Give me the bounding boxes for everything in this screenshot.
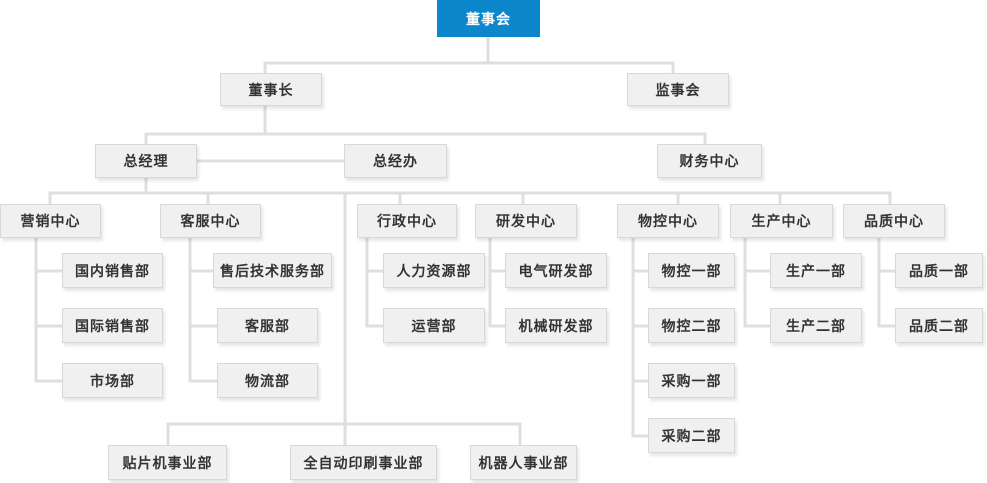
- org-node-domestic-sales: 国内销售部: [62, 253, 163, 288]
- org-node-customer-service-center: 客服中心: [160, 204, 261, 238]
- connector-line: [166, 422, 522, 448]
- org-node-material-control-center: 物控中心: [617, 204, 719, 238]
- connector-line: [48, 191, 892, 207]
- org-node-hr-dept: 人力资源部: [383, 253, 485, 288]
- org-node-material-control-1: 物控一部: [648, 253, 735, 288]
- org-node-smt-division: 贴片机事业部: [108, 445, 227, 480]
- org-node-marketing-dept: 市场部: [62, 363, 163, 398]
- org-node-after-sales-tech-service: 售后技术服务部: [213, 253, 332, 288]
- org-node-purchasing-1: 采购一部: [648, 363, 735, 398]
- org-node-rd-center: 研发中心: [475, 204, 577, 238]
- org-node-general-manager: 总经理: [95, 144, 197, 178]
- org-node-electrical-rd: 电气研发部: [505, 253, 607, 288]
- org-node-chairman: 董事长: [220, 73, 322, 106]
- org-node-gm-office: 总经办: [344, 144, 447, 178]
- connector-line: [263, 61, 675, 76]
- org-node-robot-division: 机器人事业部: [470, 445, 577, 480]
- org-node-admin-center: 行政中心: [357, 204, 457, 238]
- org-node-supervisory-board: 监事会: [627, 73, 729, 106]
- org-node-material-control-2: 物控二部: [648, 308, 735, 343]
- org-node-quality-2: 品质二部: [895, 308, 983, 343]
- connector-line: [144, 132, 707, 147]
- org-node-production-1: 生产一部: [770, 253, 862, 288]
- org-node-operations-dept: 运营部: [383, 308, 485, 343]
- org-node-production-2: 生产二部: [770, 308, 862, 343]
- org-node-international-sales: 国际销售部: [62, 308, 163, 343]
- org-node-purchasing-2: 采购二部: [648, 418, 735, 453]
- org-node-customer-service-dept: 客服部: [217, 308, 318, 343]
- org-node-mechanical-rd: 机械研发部: [505, 308, 607, 343]
- org-node-quality-center: 品质中心: [843, 204, 945, 238]
- org-node-production-center: 生产中心: [730, 204, 833, 238]
- org-node-auto-printing-division: 全自动印刷事业部: [290, 445, 437, 480]
- org-node-finance-center: 财务中心: [657, 144, 762, 178]
- org-node-quality-1: 品质一部: [895, 253, 983, 288]
- org-node-board: 董事会: [437, 0, 540, 37]
- org-node-marketing-center: 营销中心: [0, 204, 101, 238]
- org-node-logistics-dept: 物流部: [217, 363, 318, 398]
